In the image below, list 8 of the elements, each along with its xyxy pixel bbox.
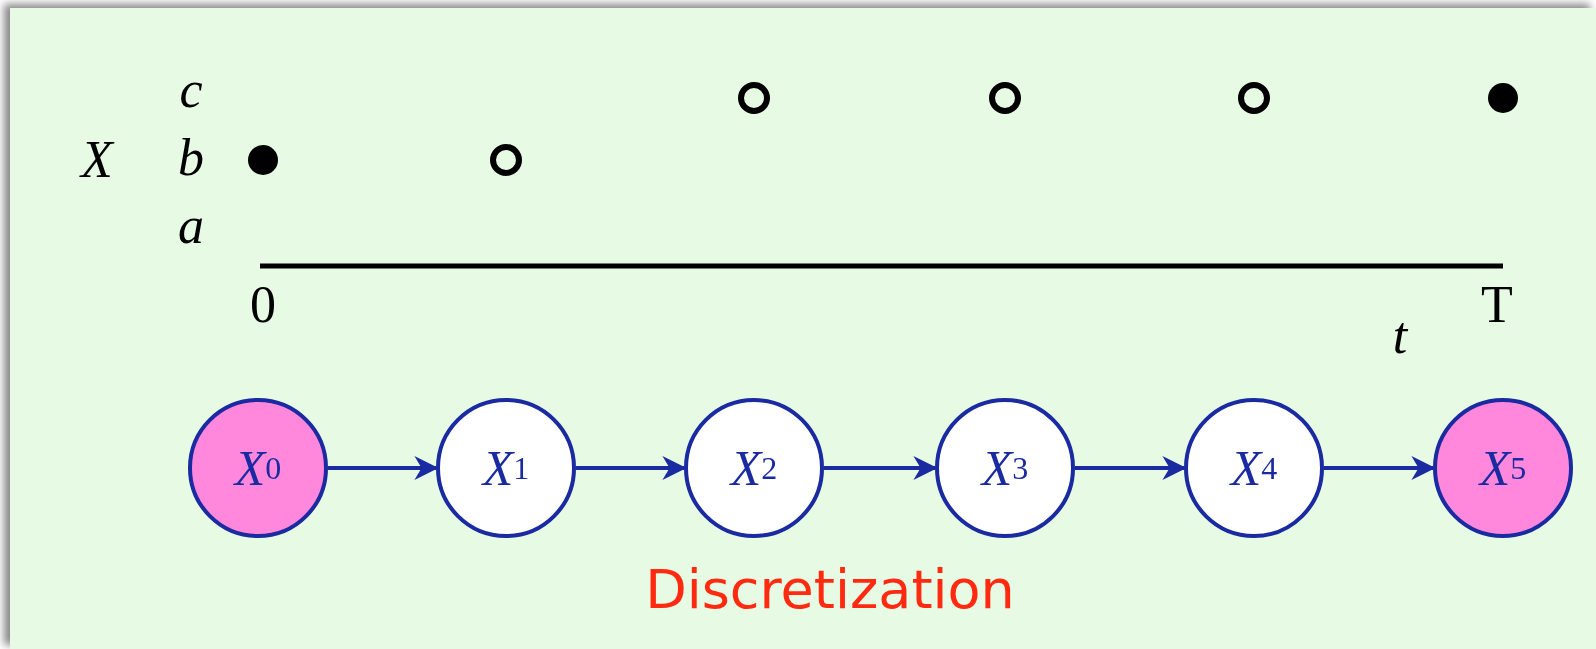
axis-level-label: c <box>179 64 203 116</box>
axis-variable-label: X <box>81 134 113 186</box>
axis-level-label: b <box>178 132 204 184</box>
axis-level-label: a <box>178 200 204 252</box>
axis-variable-label: t <box>1392 310 1408 362</box>
axis-tick-label: 0 <box>250 279 276 331</box>
axis-tick-label: T <box>1481 279 1513 331</box>
caption-text: Discretization <box>645 563 1015 617</box>
